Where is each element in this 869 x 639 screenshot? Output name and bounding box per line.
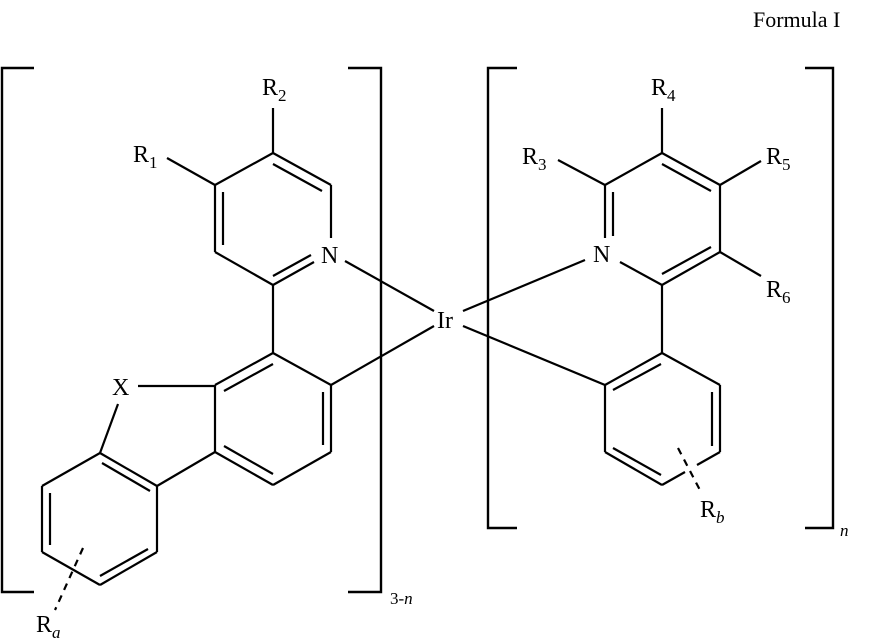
rb-dashed-bond bbox=[677, 447, 703, 495]
right-ligand-bracket bbox=[486, 66, 835, 530]
left-outer-ring bbox=[40, 452, 159, 586]
r3-label: R3 bbox=[522, 144, 547, 174]
r1-label: R1 bbox=[133, 142, 158, 172]
right-phenyl-ring bbox=[603, 285, 722, 486]
left-ligand-bracket bbox=[0, 66, 383, 594]
r3-bond bbox=[557, 159, 606, 186]
right-nitrogen-label: N bbox=[593, 242, 610, 268]
r5-label: R5 bbox=[766, 144, 791, 174]
ra-label: Ra bbox=[36, 612, 61, 639]
left-ligand-multiplier: 3-n bbox=[390, 589, 413, 608]
left-pyridine-ring bbox=[213, 152, 333, 286]
r4-label: R4 bbox=[651, 75, 676, 105]
right-ligand-multiplier: n bbox=[840, 521, 849, 540]
r5-bond bbox=[719, 160, 762, 186]
left-nitrogen-label: N bbox=[321, 243, 338, 269]
iridium-label: Ir bbox=[437, 308, 453, 334]
r1-bond bbox=[166, 157, 216, 186]
bridge-atom-x-label: X bbox=[112, 375, 129, 401]
r6-label: R6 bbox=[766, 277, 791, 307]
left-middle-ring bbox=[213, 285, 333, 486]
formula-title: Formula I bbox=[753, 7, 840, 32]
left-five-membered-ring bbox=[98, 384, 216, 487]
rb-label: Rb bbox=[700, 497, 725, 527]
right-pyridine-ring bbox=[603, 152, 722, 286]
r6-bond bbox=[719, 251, 762, 277]
coordination-bonds bbox=[330, 258, 606, 387]
ra-dashed-bond bbox=[53, 547, 85, 611]
r2-label: R2 bbox=[262, 75, 287, 105]
